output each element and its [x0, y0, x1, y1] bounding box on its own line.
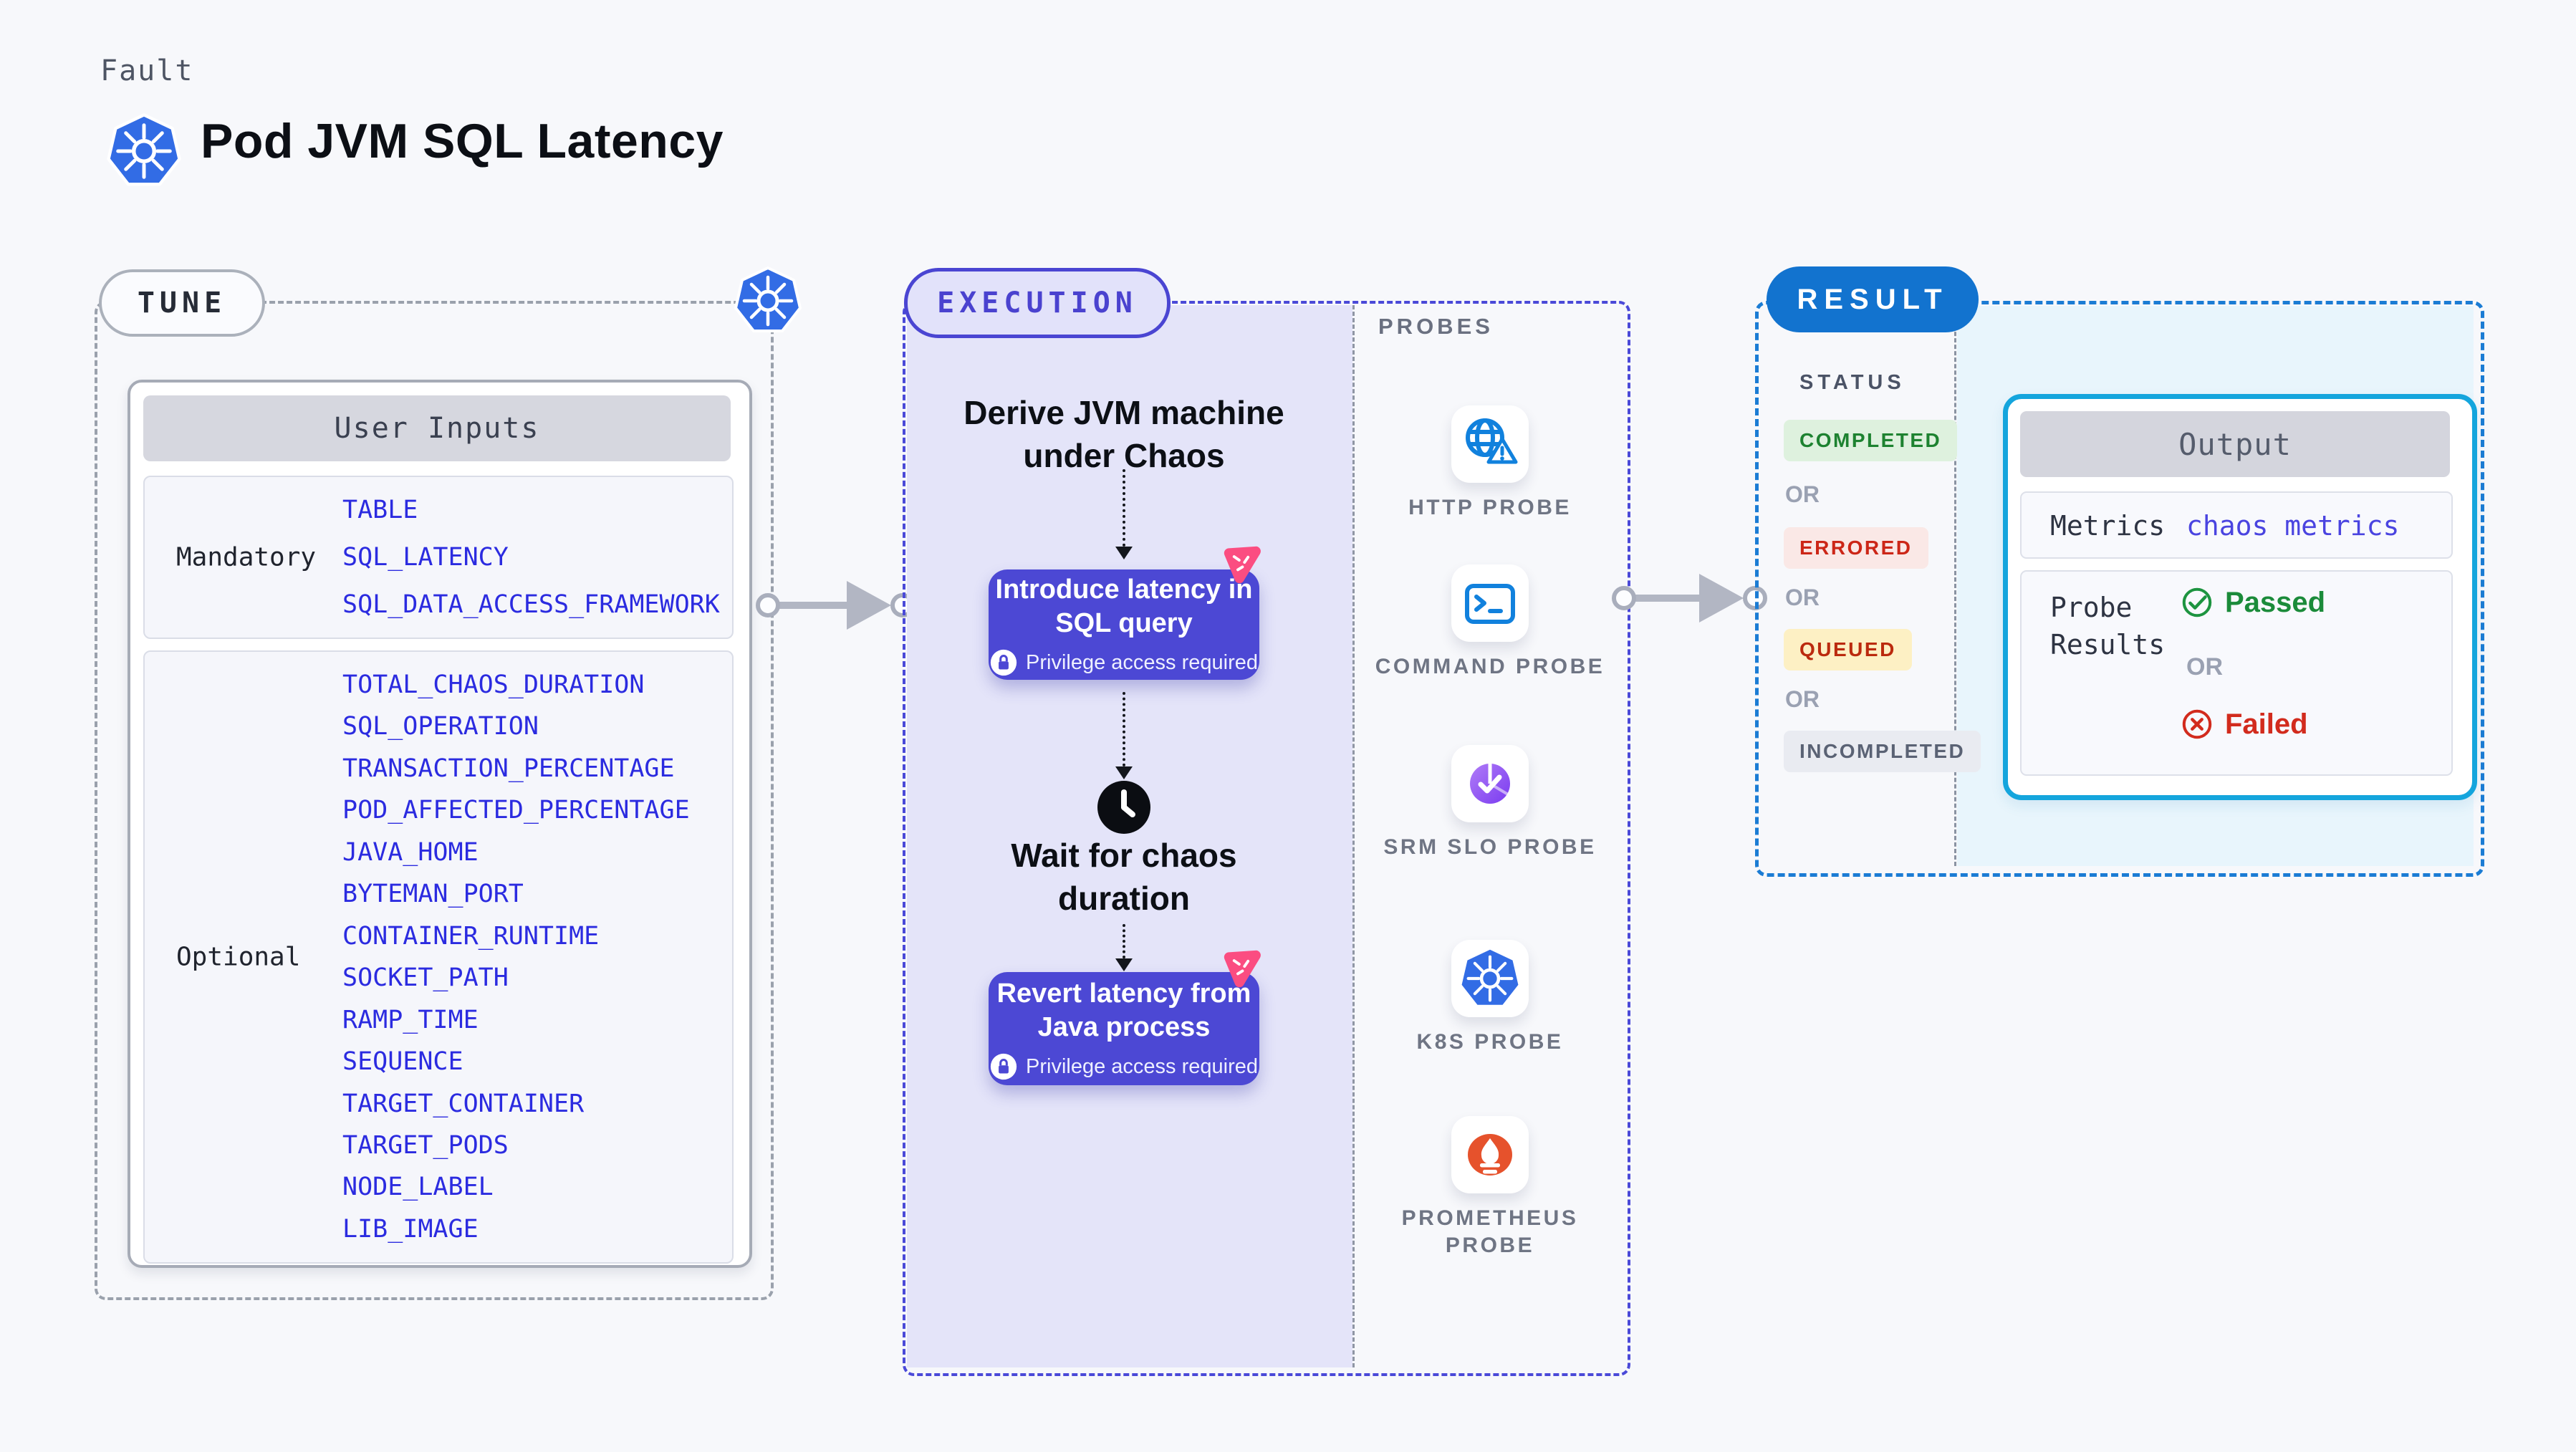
- k8s-probe-card: [1451, 940, 1529, 1017]
- revert-latency-card: Revert latency from Java process Privile…: [989, 972, 1259, 1085]
- execution-section-frame: [903, 301, 1630, 1376]
- env-var: CONTAINER_RUNTIME: [342, 921, 600, 951]
- execution-section-badge: EXECUTION: [904, 268, 1171, 338]
- derive-jvm-step: Derive JVM machine under Chaos: [963, 394, 1284, 474]
- fault-eyebrow: Fault: [100, 54, 194, 87]
- env-var: POD_AFFECTED_PERCENTAGE: [342, 796, 690, 825]
- status-badge-completed: COMPLETED: [1784, 420, 1958, 461]
- optional-inputs-group: Optional TOTAL_CHAOS_DURATION SQL_OPERAT…: [143, 650, 734, 1264]
- env-var: SOCKET_PATH: [342, 963, 509, 993]
- chaos-icon: [1215, 943, 1265, 994]
- or-label: OR: [1785, 585, 1820, 610]
- introduce-latency-card: Introduce latency in SQL query Privilege…: [989, 569, 1259, 680]
- env-var: TABLE: [342, 496, 418, 524]
- privilege-note: Privilege access required: [990, 649, 1258, 676]
- probes-title: PROBES: [1378, 314, 1494, 339]
- flow-arrow-head: [1115, 766, 1133, 779]
- env-var: SQL_LATENCY: [342, 543, 509, 572]
- env-var: JAVA_HOME: [342, 837, 479, 867]
- metrics-row: [2020, 491, 2453, 559]
- env-var: TARGET_CONTAINER: [342, 1089, 585, 1118]
- http-probe-label: HTTP PROBE: [1408, 496, 1572, 519]
- probe-results-row: [2020, 570, 2453, 776]
- execution-probes-divider: [1352, 305, 1355, 1367]
- introduce-latency-title: Introduce latency in SQL query: [995, 574, 1253, 638]
- clock-icon: [1097, 780, 1151, 835]
- or-label: OR: [2186, 653, 2223, 681]
- prometheus-probe-card: [1451, 1116, 1529, 1193]
- connector-dot: [1612, 586, 1636, 610]
- srm-slo-probe-icon: [1458, 751, 1522, 816]
- arrow-head: [1699, 574, 1744, 622]
- metrics-value: chaos metrics: [2186, 510, 2400, 542]
- flow-dotted-connector: [1123, 469, 1125, 547]
- failed-result: Failed: [2181, 708, 2308, 741]
- command-probe-card: [1451, 564, 1529, 642]
- flow-arrow-head: [1115, 547, 1133, 559]
- status-badge-incompleted: INCOMPLETED: [1784, 731, 1981, 772]
- revert-latency-title: Revert latency from Java process: [996, 979, 1251, 1042]
- env-var: TARGET_PODS: [342, 1130, 509, 1160]
- status-badge-errored: ERRORED: [1784, 527, 1928, 569]
- passed-result: Passed: [2181, 586, 2325, 619]
- tune-to-execution-arrow: [778, 602, 850, 609]
- output-title: Output: [2020, 411, 2450, 477]
- lock-icon: [990, 1053, 1017, 1080]
- command-probe-icon: [1458, 571, 1522, 635]
- prometheus-probe-label: PROMETHEUS PROBE: [1401, 1206, 1579, 1257]
- mandatory-items: TABLE SQL_LATENCY SQL_DATA_ACCESS_FRAMEW…: [342, 477, 720, 638]
- srm-slo-probe-card: [1451, 745, 1529, 822]
- result-section-frame: [1755, 301, 2484, 877]
- flow-dotted-connector: [1123, 924, 1125, 958]
- status-title: STATUS: [1799, 371, 1905, 394]
- user-inputs-title: User Inputs: [143, 395, 731, 461]
- probes-to-result-arrow: [1633, 595, 1702, 602]
- k8s-probe-icon: [1457, 946, 1523, 1011]
- status-badge-queued: QUEUED: [1784, 629, 1912, 670]
- optional-items: TOTAL_CHAOS_DURATION SQL_OPERATION TRANS…: [342, 652, 690, 1262]
- metrics-label: Metrics: [2050, 510, 2166, 542]
- env-var: SQL_DATA_ACCESS_FRAMEWORK: [342, 590, 720, 619]
- k8s-probe-label: K8S PROBE: [1416, 1030, 1564, 1054]
- connector-dot: [756, 593, 780, 617]
- x-circle-icon: [2181, 708, 2214, 741]
- arrow-head: [847, 581, 891, 630]
- command-probe-label: COMMAND PROBE: [1375, 655, 1605, 678]
- http-probe-card: [1451, 405, 1529, 483]
- mandatory-label: Mandatory: [176, 542, 317, 572]
- srm-slo-probe-label: SRM SLO PROBE: [1383, 835, 1597, 859]
- wait-for-chaos-step: Wait for chaos duration: [1011, 837, 1237, 917]
- env-var: TRANSACTION_PERCENTAGE: [342, 754, 675, 783]
- prometheus-probe-icon: [1458, 1122, 1522, 1187]
- check-circle-icon: [2181, 586, 2214, 619]
- chaos-icon: [1215, 539, 1265, 590]
- tune-section-frame: [95, 301, 774, 1300]
- kubernetes-icon: [105, 112, 183, 191]
- mandatory-inputs-group: Mandatory TABLE SQL_LATENCY SQL_DATA_ACC…: [143, 476, 734, 639]
- flow-dotted-connector: [1123, 692, 1125, 766]
- kubernetes-icon: [732, 265, 804, 337]
- env-var: TOTAL_CHAOS_DURATION: [342, 670, 645, 699]
- env-var: RAMP_TIME: [342, 1005, 479, 1034]
- probe-results-label: Probe Results: [2050, 592, 2166, 660]
- lock-icon: [990, 649, 1017, 676]
- result-section-badge: RESULT: [1767, 266, 1979, 332]
- or-label: OR: [1785, 686, 1820, 712]
- optional-label: Optional: [176, 942, 301, 972]
- privilege-note: Privilege access required: [990, 1053, 1258, 1080]
- or-label: OR: [1785, 481, 1820, 507]
- execution-background: [907, 305, 1352, 1367]
- env-var: NODE_LABEL: [342, 1173, 494, 1202]
- tune-section-badge: TUNE: [99, 269, 265, 337]
- status-output-divider: [1954, 306, 1956, 866]
- env-var: BYTEMAN_PORT: [342, 880, 524, 909]
- env-var: SEQUENCE: [342, 1047, 463, 1077]
- http-probe-icon: [1458, 412, 1522, 476]
- env-var: LIB_IMAGE: [342, 1214, 479, 1244]
- page-title: Pod JVM SQL Latency: [201, 114, 724, 168]
- env-var: SQL_OPERATION: [342, 712, 539, 741]
- flow-arrow-head: [1115, 958, 1133, 971]
